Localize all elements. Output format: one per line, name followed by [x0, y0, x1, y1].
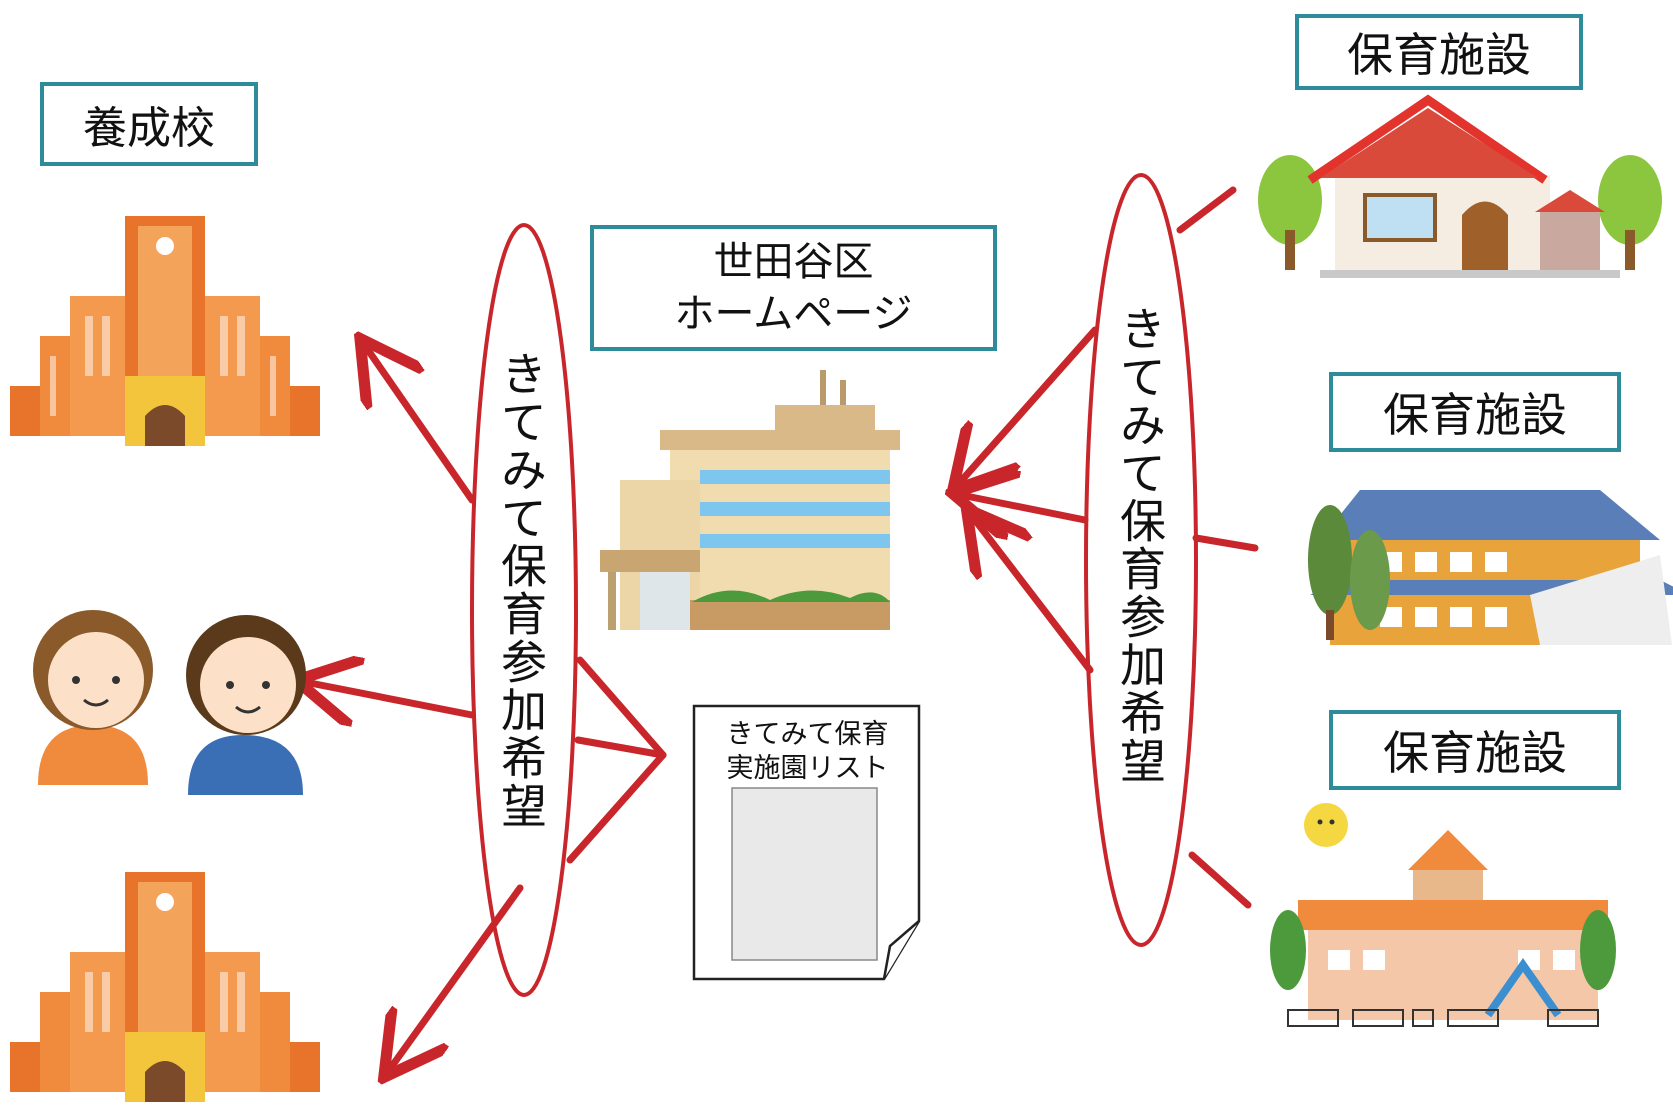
right-bubble-text: きてみて保育参加希望: [1113, 305, 1167, 785]
homepage-label-line1: 世田谷区: [713, 239, 874, 285]
document-title-line1: きてみて保育: [726, 719, 889, 750]
document-title-line2: 実施園リスト: [726, 753, 889, 784]
school-label-text: 養成校: [83, 103, 215, 154]
homepage-label-line2: ホームページ: [674, 291, 913, 337]
doc-link-top: [576, 656, 667, 759]
arrow-from-facility-3: [975, 520, 1094, 674]
arrow-from-facility-2: [966, 496, 1089, 520]
school-label: 養成校: [40, 82, 258, 166]
document-list-icon: [692, 704, 921, 981]
students-icon: [33, 610, 306, 795]
left-arrows: [310, 350, 667, 1066]
document-title: きてみて保育 実施園リスト: [700, 718, 915, 786]
doc-link-middle: [574, 736, 667, 759]
right-request-ellipse: [1084, 173, 1198, 947]
facility-label-2: 保育施設: [1329, 372, 1621, 452]
arrow-from-facility-2-ext: [1192, 534, 1259, 552]
school-building-top-icon: [10, 216, 320, 446]
wooden-nursery-icon: [1308, 490, 1673, 645]
facility-label-1: 保育施設: [1295, 14, 1583, 90]
homepage-label: 世田谷区 ホームページ: [590, 225, 997, 351]
arrow-to-school-bottom: [392, 884, 524, 1066]
school-building-bottom-icon: [10, 872, 320, 1102]
facility-label-1-text: 保育施設: [1347, 28, 1531, 82]
facility-label-3-text: 保育施設: [1383, 726, 1567, 780]
facility-label-3: 保育施設: [1329, 710, 1621, 790]
arrow-from-facility-1: [962, 326, 1099, 480]
arrow-to-school-top: [368, 350, 476, 504]
house-nursery-icon: [1258, 94, 1662, 278]
arrow-from-facility-1-ext: [1176, 186, 1237, 234]
doc-link-bottom: [566, 751, 667, 864]
left-bubble-text: きてみて保育参加希望: [494, 350, 548, 830]
arrow-from-facility-3-ext: [1188, 851, 1252, 909]
kindergarten-icon: [1270, 803, 1616, 1027]
left-request-ellipse: [470, 223, 578, 997]
city-hall-building-icon: [600, 370, 900, 630]
right-arrows: [962, 186, 1259, 909]
facility-label-2-text: 保育施設: [1383, 388, 1567, 442]
arrow-to-students: [310, 683, 476, 715]
